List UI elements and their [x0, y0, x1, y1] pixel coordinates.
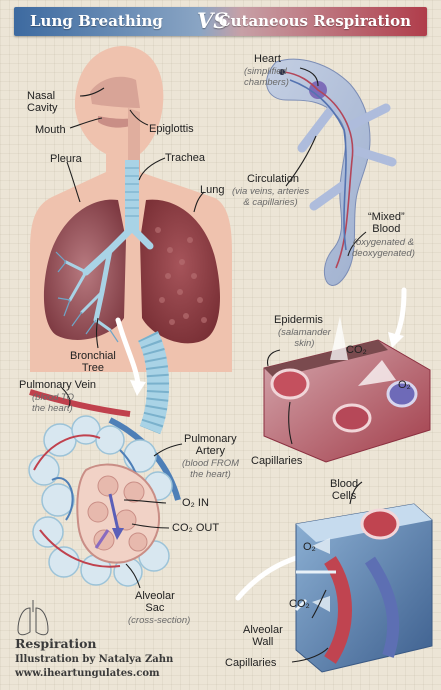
label-heart-sub: (simplified chambers): [244, 66, 289, 88]
label-blood-cells: Blood Cells: [330, 478, 359, 502]
label-co2-bottom: CO₂: [289, 598, 310, 610]
label-lung: Lung: [200, 184, 225, 196]
leader-lines: [61, 67, 367, 663]
label-heart: Heart: [254, 53, 281, 65]
title-banner: Lung Breathing VS Cutaneous Respiration: [14, 7, 427, 36]
credit-illustrator: Illustration by Natalya Zahn: [15, 654, 174, 665]
label-pulmonary-artery: Pulmonary Artery: [184, 433, 237, 457]
label-trachea: Trachea: [165, 152, 205, 164]
label-alveolar-sac: Alveolar Sac: [135, 590, 175, 614]
label-mixed-blood-sub: (oxygenated & deoxygenated): [352, 237, 415, 259]
label-pulmonary-vein: Pulmonary Vein: [19, 379, 97, 391]
credit-title: Respiration: [15, 636, 97, 651]
label-co2-out: CO₂ OUT: [172, 522, 220, 534]
title-cutaneous-respiration: Cutaneous Respiration: [218, 12, 411, 30]
label-pulmonary-vein-sub: (blood TO the heart): [32, 392, 75, 414]
alveolar-wall-cross-section: [294, 503, 433, 673]
label-bronchial-tree: Bronchial Tree: [70, 350, 116, 374]
salamander: [266, 58, 397, 286]
label-capillaries-bottom: Capillaries: [225, 657, 277, 669]
label-pulmonary-artery-sub: (blood FROM the heart): [182, 458, 240, 480]
label-circulation-sub: (via veins, arteries & capillaries): [232, 186, 310, 208]
label-o2-top: O₂: [398, 379, 411, 391]
label-nasal-cavity: Nasal Cavity: [27, 90, 58, 114]
credit-website: www.iheartungulates.com: [15, 668, 160, 679]
label-capillaries-top: Capillaries: [251, 455, 303, 467]
label-epidermis-sub: (salamander skin): [278, 327, 331, 349]
label-epiglottis: Epiglottis: [149, 123, 194, 135]
label-pleura: Pleura: [50, 153, 82, 165]
skin-cross-section: [263, 316, 431, 463]
label-circulation: Circulation: [247, 173, 299, 185]
lungs-logo: [17, 600, 49, 636]
label-mouth: Mouth: [35, 124, 66, 136]
lungs: [43, 199, 220, 344]
title-vs: VS: [197, 8, 229, 33]
alveolus-enlargement: [28, 331, 181, 587]
label-epidermis: Epidermis: [274, 314, 323, 326]
label-alveolar-sac-sub: (cross-section): [128, 615, 191, 626]
label-co2-top: CO₂: [346, 344, 367, 356]
title-lung-breathing: Lung Breathing: [30, 12, 163, 30]
label-o2-in: O₂ IN: [182, 497, 209, 509]
label-alveolar-wall: Alveolar Wall: [243, 624, 283, 648]
label-o2-bottom: O₂: [303, 541, 316, 553]
label-mixed-blood: “Mixed” Blood: [368, 211, 405, 235]
